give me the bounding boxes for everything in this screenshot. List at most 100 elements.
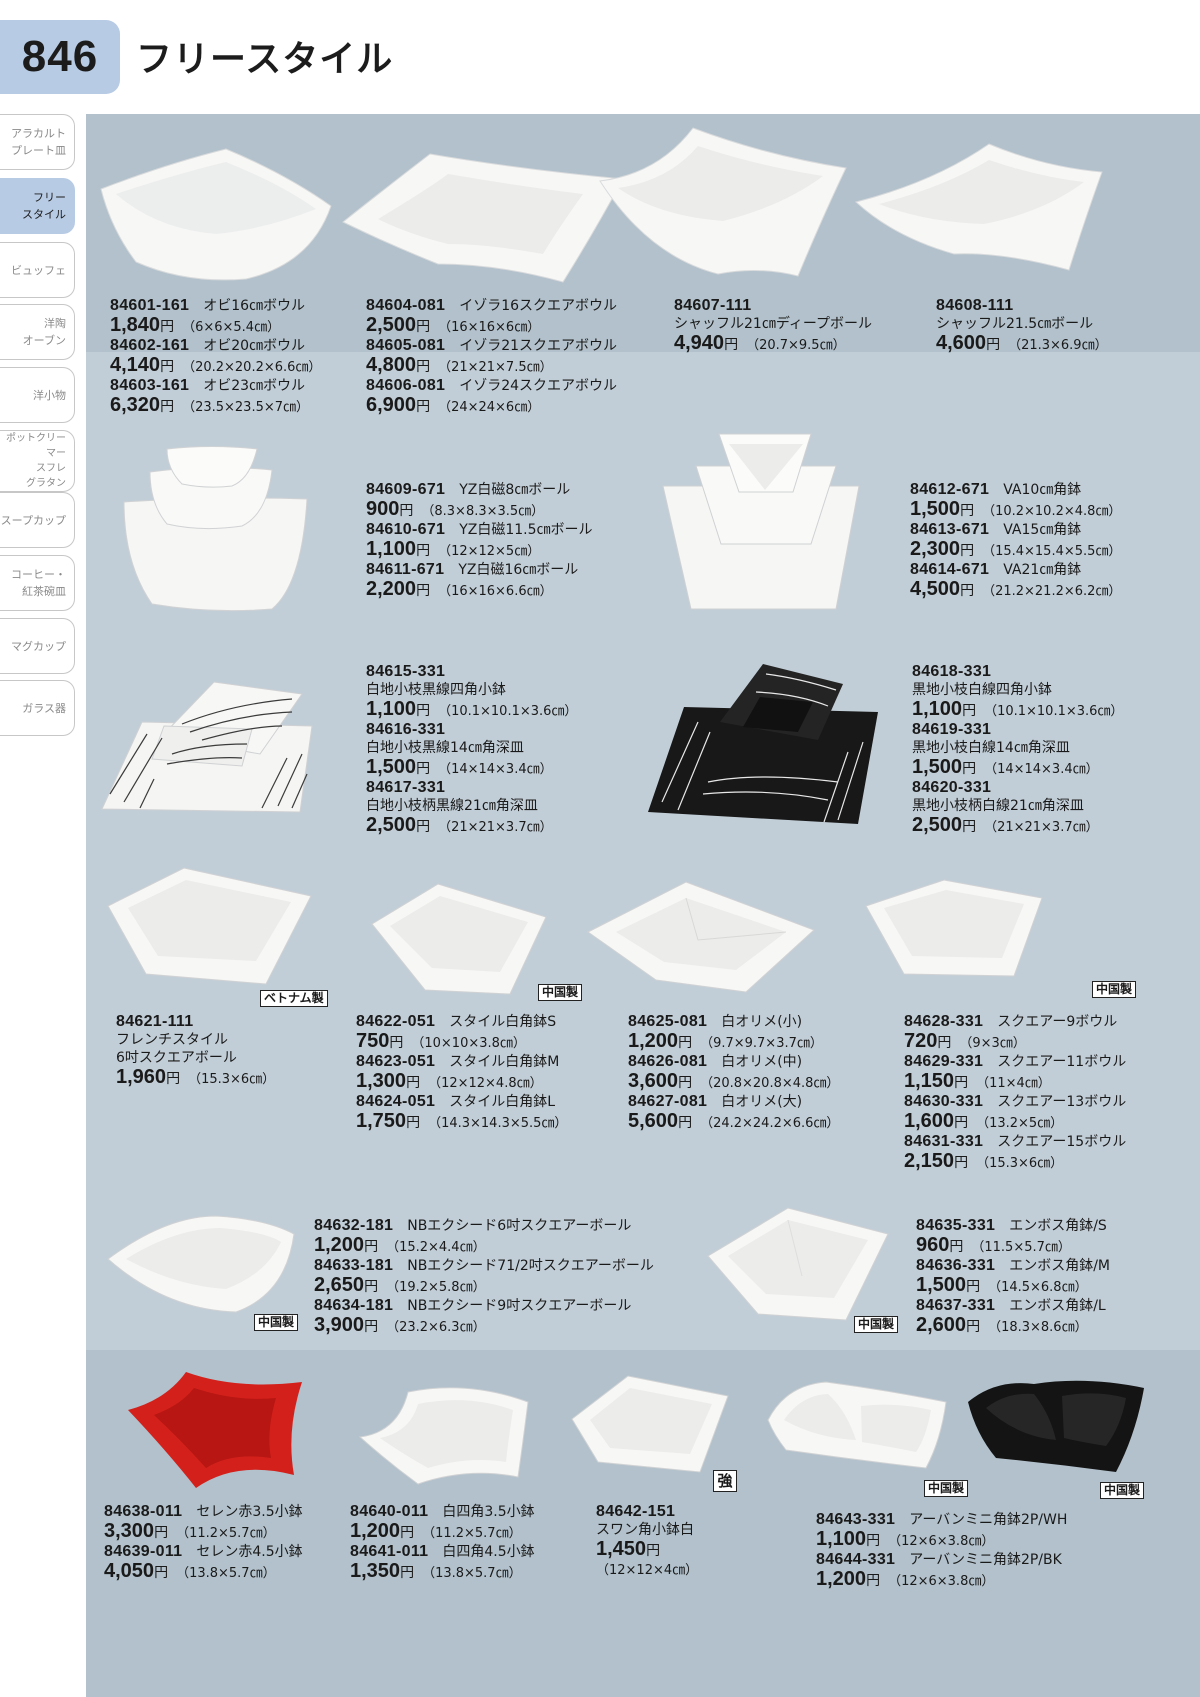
urban-mini-bk-image [968,1380,1144,1472]
product-group-black-striped: 84618-331 黒地小枝白線四角小鉢 1,100円（10.1×10.1×3.… [912,662,1123,836]
product-group-shuffle-deep: 84607-111 シャッフル21㎝ディープボール 4,940円（20.7×9.… [674,296,872,354]
price-line: 720円（9×3㎝） [904,1030,1026,1052]
tab-buffet[interactable]: ビュッフェ [0,242,75,298]
price-line: 1,450円 [596,1538,661,1560]
style-bowl-image [371,883,547,995]
product-group-shuffle: 84608-111 シャッフル21.5㎝ボール 4,600円（21.3×6.9㎝… [936,296,1108,354]
price-line: 2,600円（18.3×8.6㎝） [916,1314,1088,1336]
origin-label-china: 中国製 [538,984,583,1001]
origin-label-china: 中国製 [854,1316,899,1333]
tab-a-la-carte[interactable]: アラカルト プレート皿 [0,114,75,170]
price-line: 2,500円（21×21×3.7㎝） [366,814,553,836]
product-name-line: 白地小枝柄黒線21㎝角深皿 [366,798,538,814]
origin-label-vietnam: ベトナム製 [260,990,328,1007]
tab-soup-cup[interactable]: スープカップ [0,492,75,548]
price-line: 4,500円（21.2×21.2×6.2㎝） [910,578,1122,600]
product-name-line: 白地小枝黒線14㎝角深皿 [366,740,524,756]
price-line: 2,200円（16×16×6.6㎝） [366,578,553,600]
product-group-french-style: 84621-111 フレンチスタイル 6吋スクエアボール 1,960円（15.3… [116,1012,275,1088]
price-line: 1,100円（10.1×10.1×3.6㎝） [912,698,1124,720]
price-line: 1,500円（14×14×3.4㎝） [912,756,1099,778]
tab-glass[interactable]: ガラス器 [0,680,75,736]
french-style-bowl-image [107,867,312,985]
size-line: （12×12×4㎝） [596,1563,699,1578]
price-line: 5,600円（24.2×24.2×6.6㎝） [628,1110,840,1132]
price-line: 3,900円（23.2×6.3㎝） [314,1314,486,1336]
urban-mini-wh-image [767,1381,947,1469]
product-code-line: 84619-331 [912,721,992,738]
price-line: 1,600円（13.2×5㎝） [904,1110,1064,1132]
shuffle-bowl-image [854,143,1103,271]
product-code-line: 84618-331 [912,663,992,680]
price-line: 1,100円（12×12×5㎝） [366,538,541,560]
product-code-line: 84615-331 [366,663,446,680]
price-line: 1,500円（14×14×3.4㎝） [366,756,553,778]
price-line: 750円（10×10×3.8㎝） [356,1030,526,1052]
product-code-line: 84620-331 [912,779,992,796]
emboss-bowl-image [707,1207,889,1321]
price-line: 4,050円（13.8×5.7㎝） [104,1560,276,1582]
tab-coffee-tea[interactable]: コーヒー・ 紅茶碗皿 [0,555,75,611]
price-line: 1,300円（12×12×4.8㎝） [356,1070,543,1092]
square-bowl-image [865,879,1043,977]
price-line: 6,900円（24×24×6㎝） [366,394,541,416]
product-name-line: 6吋スクエアボール [116,1050,237,1066]
tab-pot-creamer[interactable]: ポットクリーマー スフレ グラタン [0,430,75,492]
nb-exceed-bowl-image [107,1215,295,1313]
product-name-line: フレンチスタイル [116,1032,228,1048]
price-line: 2,150円（15.3×6㎝） [904,1150,1064,1172]
product-group-white-striped: 84615-331 白地小枝黒線四角小鉢 1,100円（10.1×10.1×3.… [366,662,577,836]
price-line: 4,140円（20.2×20.2×6.6㎝） [110,354,322,376]
price-line: 1,200円（15.2×4.4㎝） [314,1234,486,1256]
price-line: 1,500円（10.2×10.2×4.8㎝） [910,498,1122,520]
product-code-line: 84621-111 [116,1013,194,1030]
price-line: 1,100円（12×6×3.8㎝） [816,1528,995,1550]
tab-mug[interactable]: マグカップ [0,618,75,674]
product-name-line: 黒地小枝白線四角小鉢 [912,682,1052,698]
product-code-line: 84608-111 [936,297,1014,314]
price-line: 2,500円（21×21×3.7㎝） [912,814,1099,836]
origin-label-china: 中国製 [1092,981,1137,998]
product-name-line: 白地小枝黒線四角小鉢 [366,682,506,698]
page-title: フリースタイル [136,38,394,80]
price-line: 1,200円（12×6×3.8㎝） [816,1568,995,1590]
price-line: 4,940円（20.7×9.5㎝） [674,332,846,354]
shuffle-deep-bowl-image [599,127,847,277]
black-striped-set-image [648,664,878,824]
price-line: 4,800円（21×21×7.5㎝） [366,354,553,376]
price-line: 1,500円（14.5×6.8㎝） [916,1274,1088,1296]
tab-freestyle[interactable]: フリー スタイル [0,178,75,234]
tab-western-small[interactable]: 洋小物 [0,367,75,423]
page-number: 846 [0,20,120,94]
tab-western-oven[interactable]: 洋陶 オーブン [0,304,75,360]
isola-bowl-image [342,153,624,283]
catalog-area: ベトナム製 中国製 中国製 中国製 中国製 強 中国製 中国製 84601-16… [86,114,1200,1697]
white-striped-set-image [101,681,313,813]
price-line: 6,320円（23.5×23.5×7㎝） [110,394,310,416]
